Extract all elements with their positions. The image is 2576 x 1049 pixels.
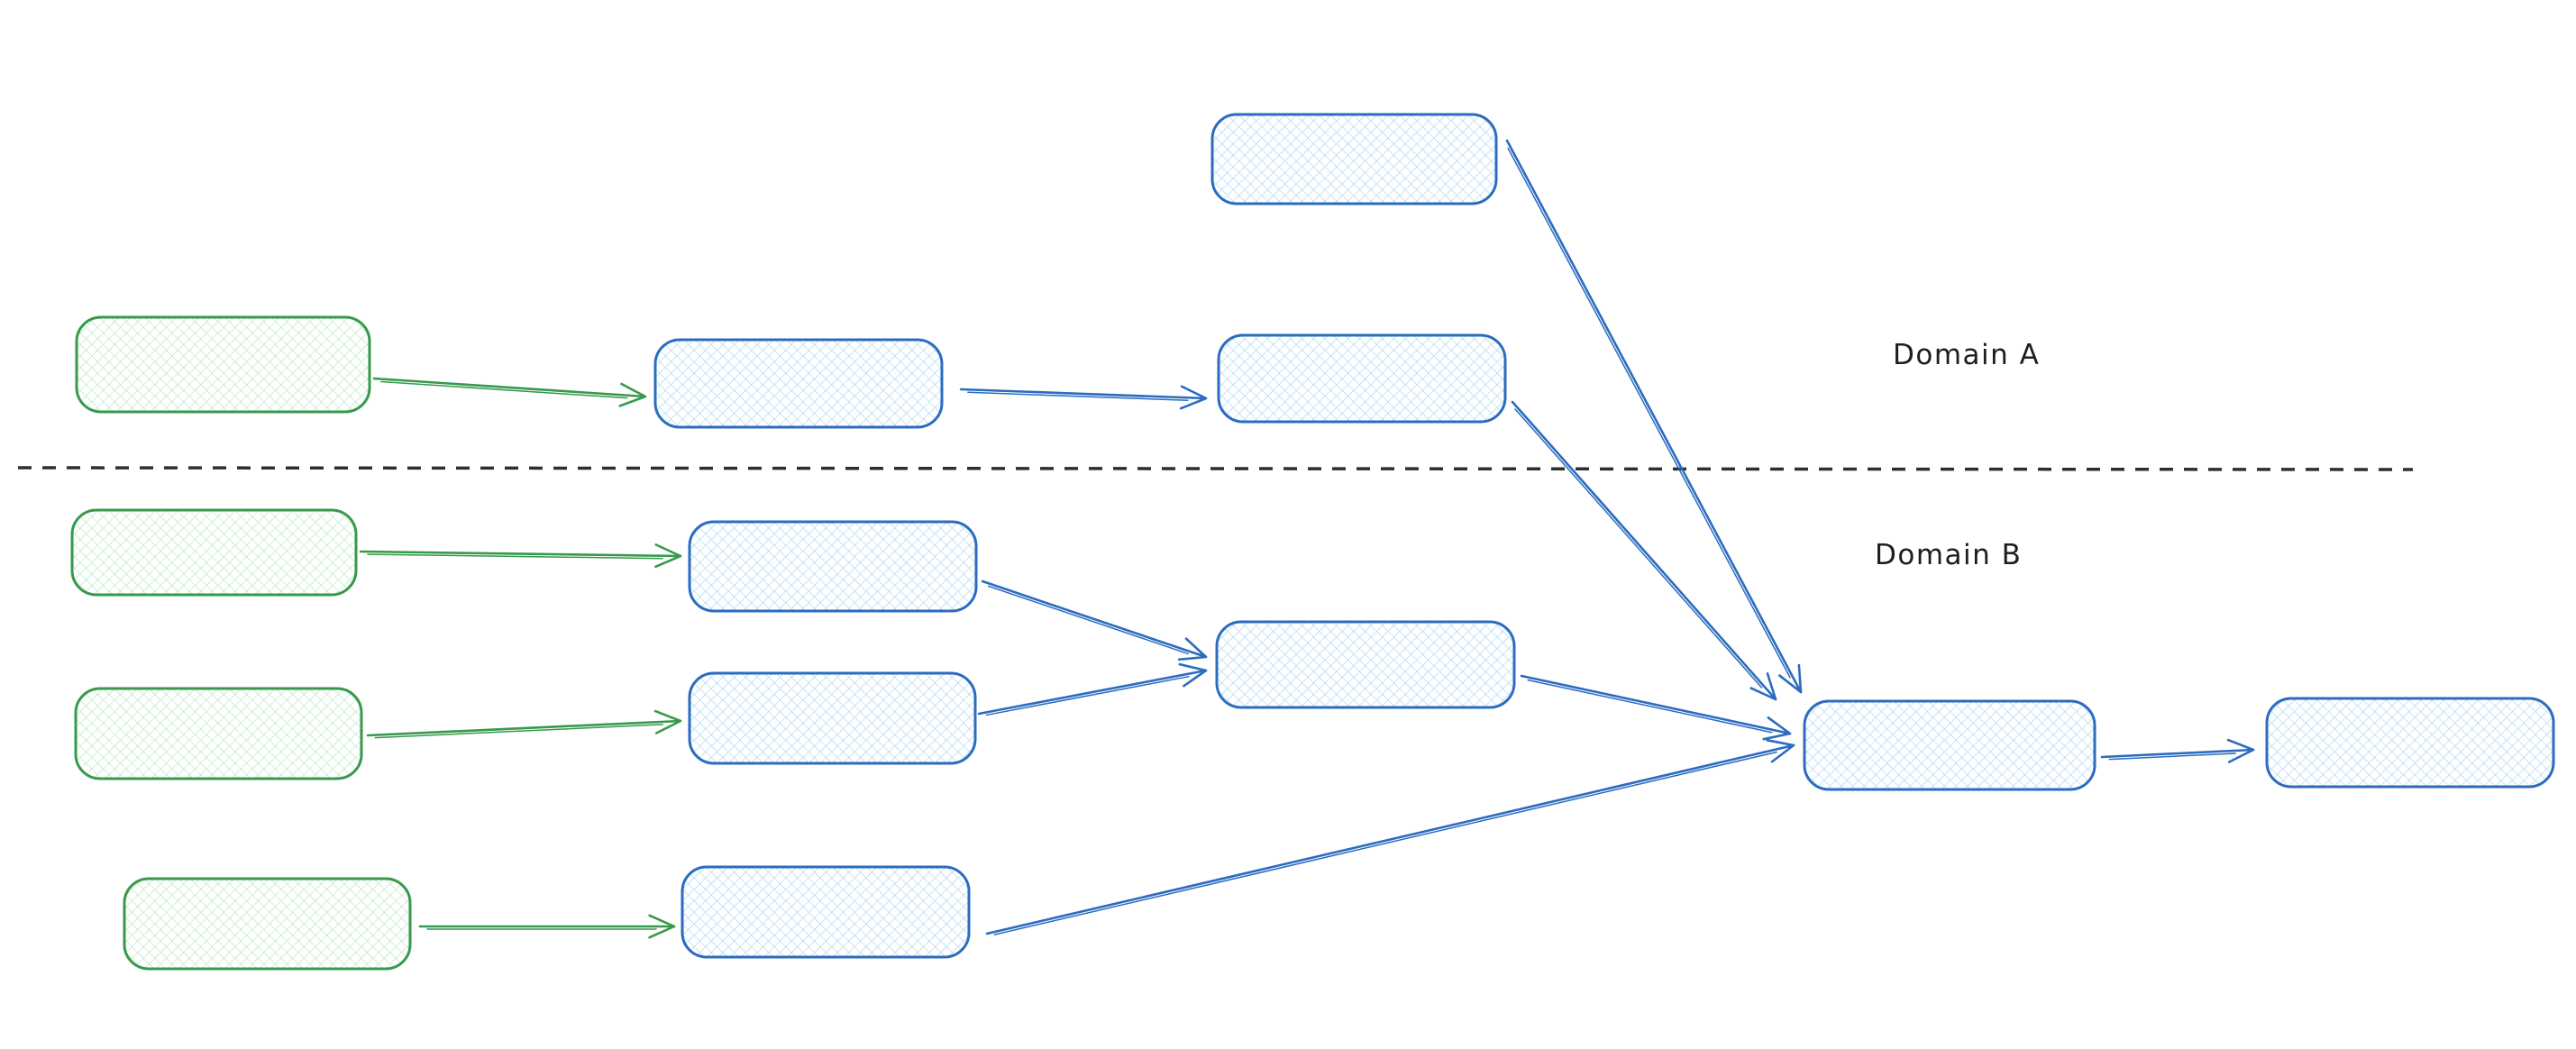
edge-green-b1-to-b1-arrowhead <box>654 543 682 569</box>
edge-merge-to-sink <box>1520 674 1792 741</box>
edge-green-b3-to-b3 <box>418 914 676 939</box>
box-output <box>2265 697 2555 789</box>
box-domain-b-source-1 <box>70 508 358 597</box>
edge-a1-to-a2-arrowhead <box>1179 385 1208 410</box>
edge-top-to-sink <box>1505 139 1803 694</box>
edge-b3-to-sink-arrowhead <box>1766 739 1795 763</box>
edge-a2-to-sink-arrowhead <box>1749 672 1777 701</box>
edge-sink-to-output-arrowhead <box>2226 738 2255 763</box>
edge-top-to-sink-arrowhead <box>1778 663 1803 694</box>
box-domain-a-top <box>1210 113 1498 205</box>
box-domain-b-step-3 <box>681 865 971 959</box>
box-domain-b-step-2 <box>688 671 977 765</box>
edge-green-b2-to-b2-arrowhead <box>653 709 682 734</box>
box-domain-b-source-2 <box>74 687 363 780</box>
edge-b2-to-merge <box>977 662 1208 716</box>
box-domain-a-step-1 <box>653 338 944 429</box>
domain-a-label: Domain A <box>1893 339 2040 371</box>
edge-b2-to-merge-arrowhead <box>1178 662 1208 688</box>
nodes-layer <box>70 113 2555 971</box>
edge-a2-to-sink <box>1511 400 1777 701</box>
box-domain-b-step-1 <box>688 520 978 613</box>
edge-green-a-to-a1 <box>372 377 647 407</box>
domain-divider-line <box>17 466 2414 471</box>
edges-layer <box>359 139 2255 939</box>
edge-green-b2-to-b2 <box>366 709 682 739</box>
box-domain-b-source-3 <box>123 877 412 971</box>
edge-green-b1-to-b1 <box>359 543 682 569</box>
edge-sink-to-output <box>2100 738 2255 763</box>
edge-green-b3-to-b3-arrowhead <box>648 914 676 939</box>
edge-green-a-to-a1-arrowhead <box>618 382 647 407</box>
box-domain-b-merge <box>1215 620 1516 709</box>
box-domain-a-source <box>75 315 371 414</box>
edge-a1-to-a2 <box>959 385 1208 410</box>
edge-b1-to-merge <box>981 579 1208 661</box>
edge-b3-to-sink <box>985 739 1795 935</box>
box-sink <box>1803 699 2096 791</box>
domain-b-label: Domain B <box>1875 539 2022 571</box>
edge-merge-to-sink-arrowhead <box>1762 716 1792 741</box>
box-domain-a-step-2 <box>1217 333 1507 424</box>
edge-b1-to-merge-arrowhead <box>1177 637 1208 661</box>
